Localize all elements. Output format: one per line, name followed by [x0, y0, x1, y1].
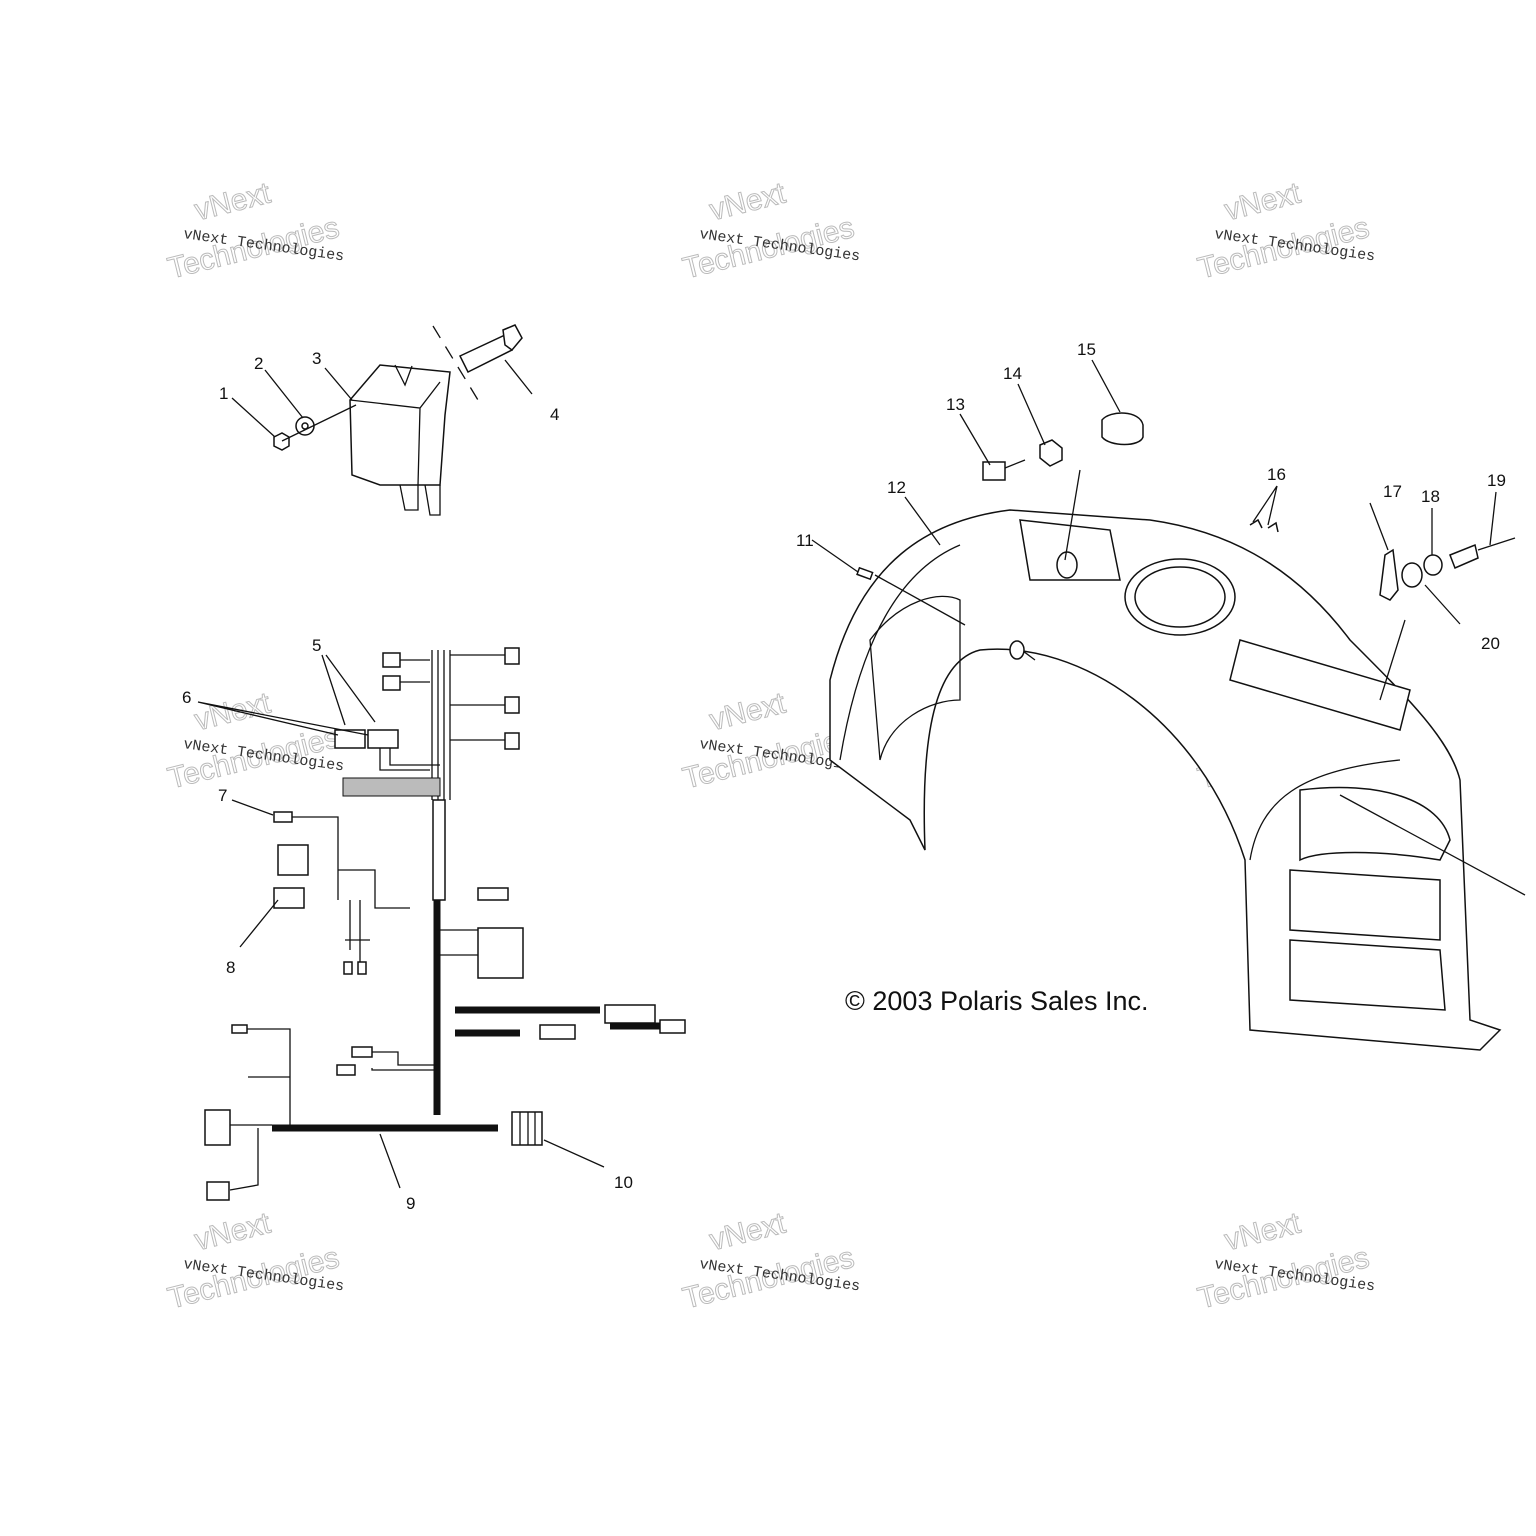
cap-part [1101, 412, 1144, 446]
callout-4: 4 [550, 405, 559, 424]
nut-part [273, 432, 290, 451]
callout-10: 10 [614, 1173, 633, 1192]
module-assembly [273, 324, 523, 516]
svg-text:vNext: vNext [191, 1207, 274, 1258]
svg-text:vNext: vNext [1221, 177, 1304, 228]
watermark: vNext Technologies [164, 176, 343, 286]
copyright-notice: © 2003 Polaris Sales Inc. [845, 986, 1149, 1016]
svg-text:vNext: vNext [1221, 1207, 1304, 1258]
watermark: vNext Technologies [1194, 1206, 1373, 1316]
callout-14: 14 [1003, 364, 1022, 383]
screw-part [856, 566, 874, 581]
svg-text:vNext: vNext [191, 177, 274, 228]
watermark: vNext Technologies [679, 686, 858, 796]
svg-text:vNext: vNext [706, 1207, 789, 1258]
callout-11: 11 [796, 531, 814, 550]
svg-text:vNext: vNext [191, 687, 274, 738]
callout-7: 7 [218, 786, 227, 805]
watermark: vNext Technologies [164, 1206, 343, 1316]
watermark: vNext Technologies [164, 686, 343, 796]
dash-panel [829, 412, 1526, 1051]
callout-15: 15 [1077, 340, 1096, 359]
callout-8: 8 [226, 958, 235, 977]
watermark: vNext Technologies [1194, 176, 1373, 286]
callout-12: 12 [887, 478, 906, 497]
wiring-harness [204, 647, 686, 1201]
callout-19: 19 [1487, 471, 1506, 490]
lever-part [1379, 548, 1399, 601]
callout-17: 17 [1383, 482, 1402, 501]
harness-connector-block [342, 777, 441, 797]
callout-1: 1 [219, 384, 228, 403]
module-part [349, 364, 451, 486]
key-part [982, 461, 1006, 481]
callout-9: 9 [406, 1194, 415, 1213]
svg-text:vNext: vNext [706, 177, 789, 228]
callout-6: 6 [182, 688, 191, 707]
watermark: vNext Technologies [679, 1206, 858, 1316]
callout-3: 3 [312, 349, 321, 368]
callout-18: 18 [1421, 487, 1440, 506]
callout-20: 20 [1481, 634, 1500, 653]
callout-13: 13 [946, 395, 965, 414]
leader-lines [197, 359, 1497, 1189]
callout-16: 16 [1267, 465, 1286, 484]
callout-5: 5 [312, 636, 321, 655]
nut-part [1039, 439, 1063, 467]
callout-2: 2 [254, 354, 263, 373]
svg-text:vNext: vNext [706, 687, 789, 738]
callouts: 1 2 3 4 5 6 7 8 9 10 11 12 13 14 15 16 1… [182, 340, 1506, 1213]
watermark: vNext Technologies [679, 176, 858, 286]
connector-part [511, 1111, 543, 1146]
